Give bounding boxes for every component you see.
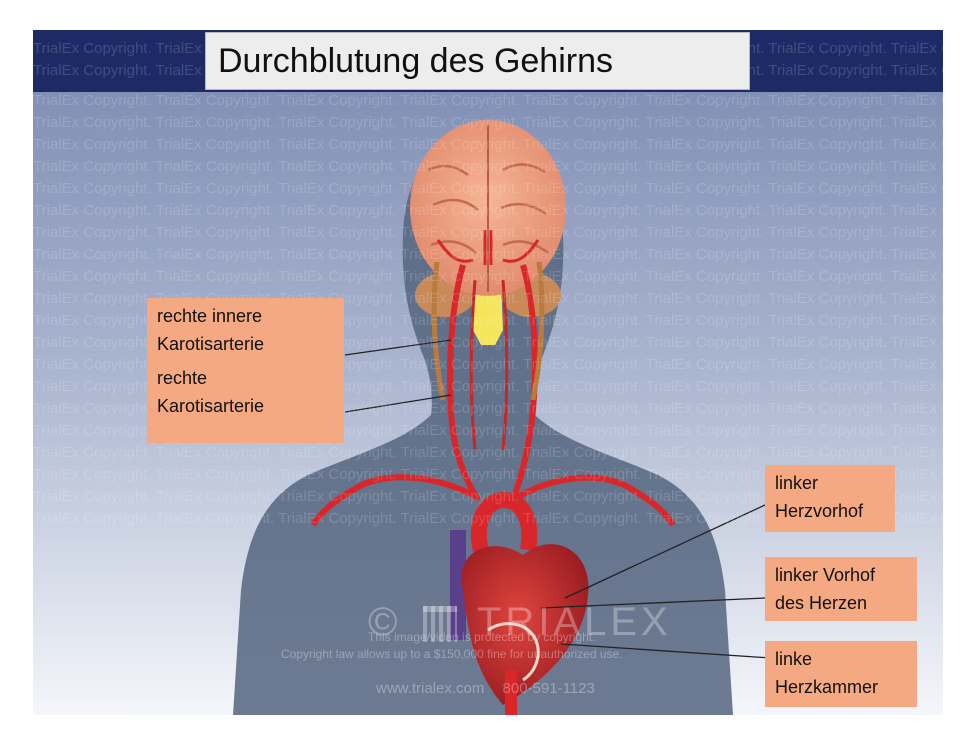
watermark: TrialEx Copyright. TrialEx Copyright. Tr… [33,488,943,505]
leader-line [560,643,772,659]
watermark: TrialEx Copyright. TrialEx Copyright. Tr… [33,224,943,241]
title-box: Durchblutung des Gehirns [205,32,750,90]
label-line: linke [775,649,813,669]
anatomy-illustration [33,30,943,715]
watermark: TrialEx Copyright. TrialEx Copyright. Tr… [33,268,943,285]
copyright-notice: This image/video is protected by copyrig… [368,630,596,644]
left-carotid-artery [508,264,538,507]
label-left-atrium: linker Herzvorhof [765,465,895,532]
copyright-symbol: © [368,600,402,644]
brand-name: TRIALEX [477,600,672,644]
watermark: TrialEx Copyright. TrialEx Copyright. Tr… [33,466,943,483]
watermark: TrialEx Copyright. TrialEx Copyright. Tr… [33,136,943,153]
label-line: des Herzen [775,593,868,613]
right-carotid-artery [447,264,481,502]
leader-line [564,504,766,599]
trialex-logo: © TRIALEX [368,600,672,645]
watermark: TrialEx Copyright. TrialEx Copyright. Tr… [33,92,943,109]
body-silhouette [233,130,733,715]
page-title: Durchblutung des Gehirns [218,42,614,80]
watermark: TrialEx Copyright. TrialEx Copyright. Tr… [33,158,943,175]
watermark: TrialEx Copyright. TrialEx Copyright. Tr… [33,202,943,219]
label-left-atrium-heart: linker Vorhof des Herzen [765,557,917,621]
brand-footer: www.trialex.com 800-591-1123 [376,680,595,697]
label-right-internal-carotid: rechte innere Karotisarterie rechte Karo… [147,298,344,443]
label-line: Karotisarterie [157,334,265,354]
brand-phone: 800-591-1123 [502,680,595,697]
heart [461,544,589,705]
leader-line [344,339,452,356]
watermark: TrialEx Copyright. TrialEx Copyright. Tr… [33,444,943,461]
brand-url: www.trialex.com [376,680,485,697]
label-line: rechte [157,368,208,388]
label-line: rechte innere [157,306,263,326]
label-line: Herzkammer [775,677,879,697]
label-left-ventricle: linke Herzkammer [765,641,917,707]
label-line: Herzvorhof [775,501,864,521]
label-line: Karotisarterie [157,396,265,416]
watermark: TrialEx Copyright. TrialEx Copyright. Tr… [33,114,943,131]
watermark: TrialEx Copyright. TrialEx Copyright. Tr… [33,246,943,263]
label-line: linker Vorhof [775,565,876,585]
leader-line [540,597,766,609]
columns-icon [422,606,457,643]
leader-line [344,394,452,413]
label-line: linker [775,473,819,493]
spinal-cord [473,280,503,345]
aortic-arch [470,491,538,553]
watermark: TrialEx Copyright. TrialEx Copyright. Tr… [33,180,943,197]
copyright-notice: Copyright law allows up to a $150,000 fi… [281,647,623,661]
watermark: TrialEx Copyright. TrialEx Copyright. Tr… [33,510,943,527]
